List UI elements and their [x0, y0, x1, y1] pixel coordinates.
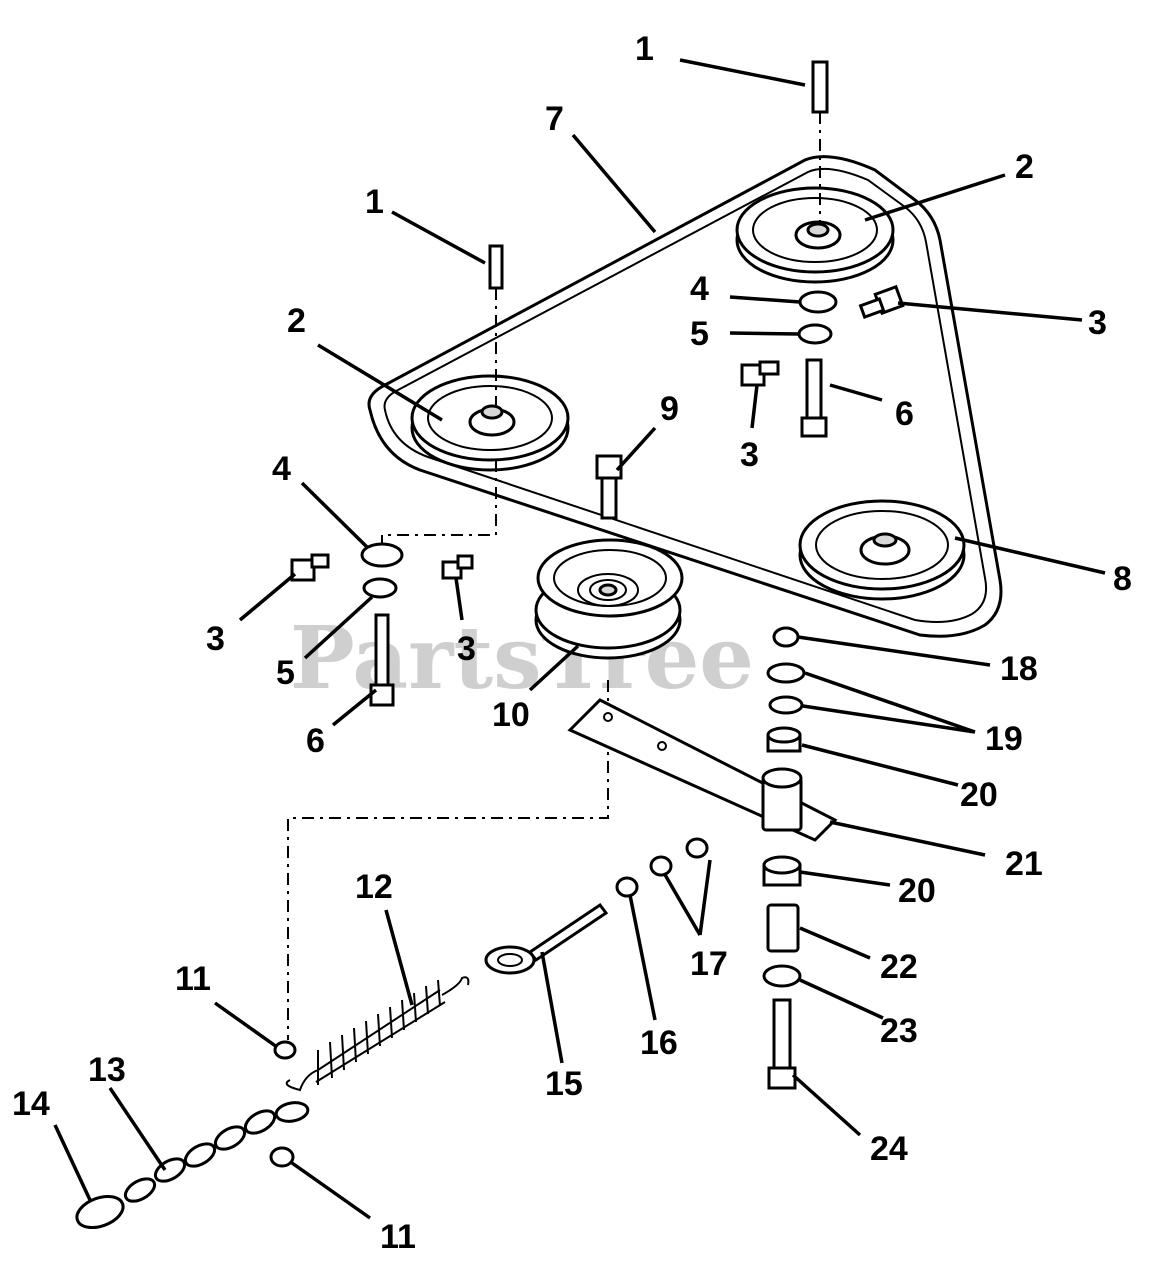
ring-14	[75, 1194, 125, 1230]
nut-17a	[649, 855, 673, 877]
pulley-left	[410, 374, 570, 472]
label-13: 13	[88, 1051, 126, 1089]
label-9: 9	[660, 390, 679, 428]
key-right	[811, 60, 829, 114]
centerline-spring	[287, 680, 609, 1040]
label-1-left: 1	[365, 183, 384, 221]
label-15: 15	[545, 1065, 583, 1103]
spring	[285, 976, 470, 1092]
label-11-lower: 11	[380, 1218, 416, 1256]
callout-labels: 1 7 2 1 4 3 2 5 9 6 3 4 8 3 3 18 5 10 19…	[12, 30, 1132, 1256]
label-22: 22	[880, 948, 918, 986]
bushing-20-upper	[766, 726, 802, 753]
label-7: 7	[545, 100, 564, 138]
bolt-3-upper-right	[858, 284, 905, 319]
label-24: 24	[870, 1130, 908, 1168]
spacer-22	[766, 903, 800, 953]
label-18: 18	[1000, 650, 1038, 688]
label-20-lower: 20	[898, 872, 936, 910]
label-4-right: 4	[690, 270, 709, 308]
nut-11-lower	[269, 1146, 295, 1168]
nut-18	[772, 626, 800, 648]
label-2-right: 2	[1015, 148, 1034, 186]
nut-17b	[685, 837, 709, 859]
nut-11-upper	[273, 1040, 297, 1060]
watermark: PartsTree	[290, 608, 754, 709]
label-3-far-right: 3	[1088, 304, 1107, 342]
label-12: 12	[355, 868, 393, 906]
washer-19a	[766, 662, 806, 684]
nut-16	[615, 876, 639, 898]
label-8: 8	[1113, 560, 1132, 598]
pulley-bottom-right	[798, 499, 966, 601]
idler-arm	[567, 698, 838, 842]
label-16: 16	[640, 1024, 678, 1062]
washer-23	[762, 964, 802, 988]
label-3-center: 3	[457, 630, 476, 668]
bolt-3-mid-right	[740, 360, 780, 387]
eye-bolt	[484, 902, 609, 975]
bushing-20-lower	[762, 855, 802, 887]
pulley-top-right	[735, 186, 895, 284]
label-11-upper: 11	[175, 960, 211, 998]
washer-4-left	[360, 542, 404, 568]
idler-pulley	[534, 538, 684, 660]
bolt-6-left	[369, 613, 395, 707]
bolt-6-right	[800, 358, 828, 438]
leader-lines	[53, 58, 1106, 1220]
label-1-top: 1	[635, 30, 654, 68]
label-3-mid-right: 3	[740, 436, 759, 474]
bolt-3-center	[441, 554, 474, 580]
label-10: 10	[492, 696, 530, 734]
label-17: 17	[690, 945, 728, 983]
washer-5-right	[797, 323, 833, 345]
bolt-9	[595, 454, 623, 520]
label-6-right: 6	[895, 395, 914, 433]
bolt-3-left	[290, 553, 330, 582]
label-23: 23	[880, 1012, 918, 1050]
washer-5-left	[362, 577, 398, 599]
key-left	[488, 244, 504, 290]
label-3-left: 3	[206, 620, 225, 658]
bolt-24	[767, 998, 797, 1090]
label-4-left: 4	[272, 450, 291, 488]
label-6-left: 6	[306, 722, 325, 760]
label-5-right: 5	[690, 315, 709, 353]
label-2-left: 2	[287, 302, 306, 340]
label-14: 14	[12, 1085, 50, 1123]
label-20-upper: 20	[960, 776, 998, 814]
label-5-left: 5	[276, 654, 295, 692]
washer-19b	[768, 695, 804, 715]
label-21: 21	[1005, 845, 1043, 883]
washer-4-right	[798, 290, 838, 314]
label-19: 19	[985, 720, 1023, 758]
